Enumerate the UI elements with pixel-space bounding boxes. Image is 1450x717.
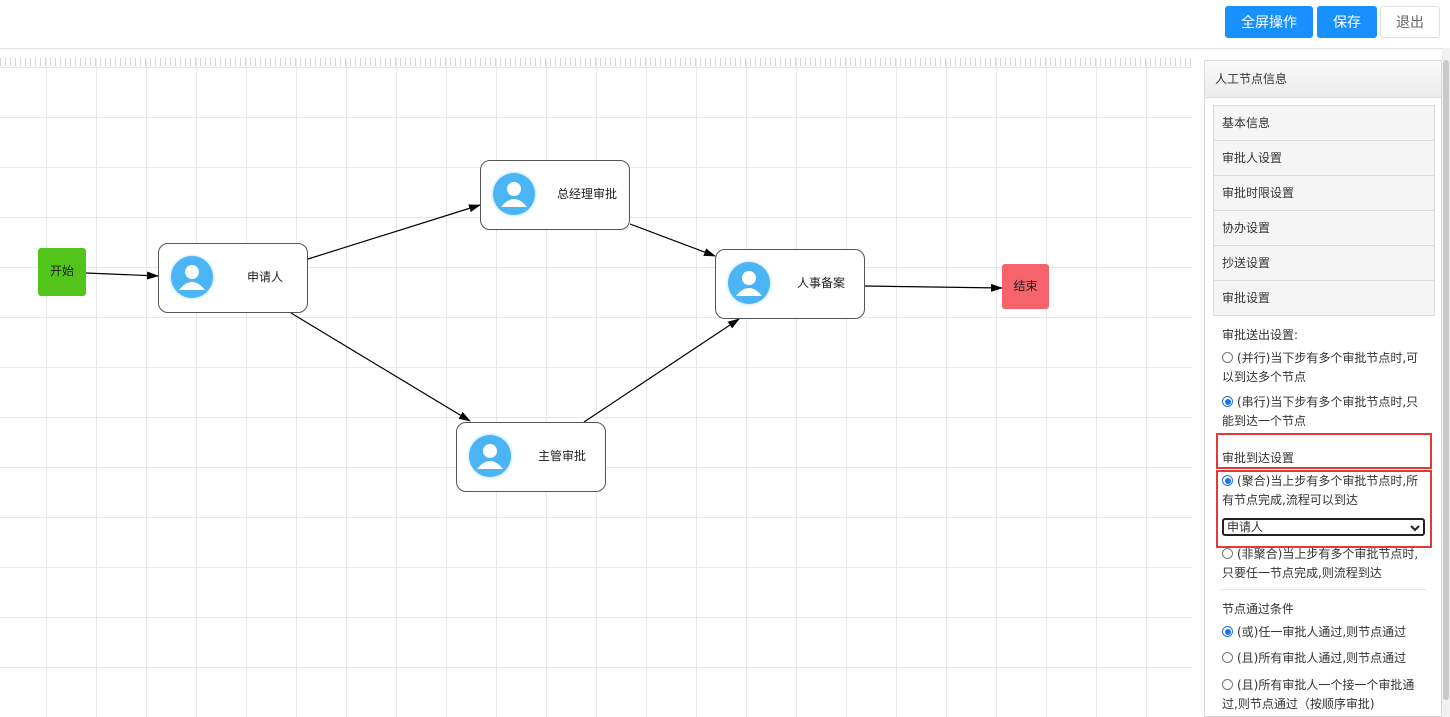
node-applicant[interactable]: 申请人: [158, 243, 308, 313]
option-label: (串行)当下步有多个审批节点时,只能到达一个节点: [1222, 395, 1419, 428]
section-assist-settings[interactable]: 协办设置: [1214, 211, 1434, 246]
start-node[interactable]: 开始: [38, 248, 86, 296]
scrollbar-thumb[interactable]: [1443, 60, 1449, 700]
flow-edges: [85, 204, 1003, 423]
send-option-parallel: (并行)当下步有多个审批节点时,可以到达多个节点: [1222, 349, 1420, 387]
option-label: (或)任一审批人通过,则节点通过: [1237, 625, 1407, 639]
send-settings-title: 审批送出设置:: [1222, 328, 1299, 342]
edge-start-applicant[interactable]: [85, 271, 159, 280]
section-basic-info[interactable]: 基本信息: [1214, 106, 1434, 141]
edge-hr-end[interactable]: [864, 283, 1003, 292]
highlight-box-arrive-options: [1216, 470, 1432, 548]
user-avatar-icon: [493, 173, 535, 215]
option-label: (并行)当下步有多个审批节点时,可以到达多个节点: [1222, 351, 1419, 384]
node-info-panel: 人工节点信息 基本信息 审批人设置 审批时限设置 协办设置 抄送设置 审批设置: [1204, 60, 1442, 717]
pass-option-all: (且)所有审批人通过,则节点通过: [1222, 649, 1420, 668]
radio-arrive-non-aggregate[interactable]: [1222, 548, 1233, 559]
node-label: 总经理审批: [557, 187, 618, 201]
chevron-down-icon: [1410, 522, 1420, 536]
settings-accordion: 基本信息 审批人设置 审批时限设置 协办设置 抄送设置 审批设置: [1213, 105, 1435, 316]
top-toolbar: 全屏操作 保存 退出: [0, 0, 1450, 49]
save-button[interactable]: 保存: [1317, 6, 1377, 38]
radio-send-parallel[interactable]: [1222, 352, 1233, 363]
pass-option-any: (或)任一审批人通过,则节点通过: [1222, 623, 1420, 642]
section-divider: [1220, 589, 1426, 590]
radio-pass-sequential[interactable]: [1222, 679, 1233, 690]
edge-applicant-supervisor[interactable]: [290, 312, 471, 422]
arrive-option-non-aggregate: (非聚合)当上步有多个审批节点时,只要任一节点完成,则流程到达: [1222, 545, 1420, 583]
option-label: (聚合)当上步有多个审批节点时,所有节点完成,流程可以到达: [1222, 474, 1419, 507]
arrive-node-select[interactable]: 申请人: [1222, 518, 1425, 536]
user-avatar-icon: [171, 256, 213, 298]
end-node-label: 结束: [1013, 279, 1038, 293]
select-value: 申请人: [1227, 520, 1264, 534]
user-avatar-icon: [728, 262, 770, 304]
section-approver-settings[interactable]: 审批人设置: [1214, 141, 1434, 176]
section-approval-settings[interactable]: 审批设置: [1214, 281, 1434, 316]
section-cc-settings[interactable]: 抄送设置: [1214, 246, 1434, 281]
arrive-option-aggregate: (聚合)当上步有多个审批节点时,所有节点完成,流程可以到达: [1222, 472, 1420, 510]
edge-gm-hr[interactable]: [629, 223, 716, 257]
radio-pass-any[interactable]: [1222, 626, 1233, 637]
radio-send-serial[interactable]: [1222, 396, 1233, 407]
start-node-label: 开始: [49, 264, 74, 278]
canvas-ruler: [0, 58, 1192, 66]
user-avatar-icon: [469, 435, 511, 477]
exit-button[interactable]: 退出: [1380, 6, 1440, 38]
fullscreen-button[interactable]: 全屏操作: [1225, 6, 1313, 38]
node-hr-filing[interactable]: 人事备案: [715, 249, 865, 319]
pass-option-sequential: (且)所有审批人一个接一个审批通过,则节点通过（按顺序审批): [1222, 676, 1420, 714]
edge-applicant-gm[interactable]: [307, 204, 481, 260]
pass-conditions-title: 节点通过条件: [1222, 602, 1295, 616]
node-label: 申请人: [247, 270, 284, 284]
send-option-serial: (串行)当下步有多个审批节点时,只能到达一个节点: [1222, 393, 1420, 431]
panel-title: 人工节点信息: [1205, 61, 1441, 98]
end-node[interactable]: 结束: [1002, 264, 1049, 309]
node-supervisor-approval[interactable]: 主管审批: [456, 422, 606, 492]
node-gm-approval[interactable]: 总经理审批: [480, 160, 630, 230]
node-label: 人事备案: [797, 276, 846, 290]
option-label: (且)所有审批人一个接一个审批通过,则节点通过（按顺序审批): [1222, 678, 1415, 711]
highlight-box-arrive-title: [1216, 433, 1432, 469]
node-label: 主管审批: [538, 449, 587, 463]
option-label: (且)所有审批人通过,则节点通过: [1237, 651, 1407, 665]
arrive-settings-title: 审批到达设置: [1222, 451, 1295, 465]
section-time-limit-settings[interactable]: 审批时限设置: [1214, 176, 1434, 211]
radio-pass-all[interactable]: [1222, 652, 1233, 663]
option-label: (非聚合)当上步有多个审批节点时,只要任一节点完成,则流程到达: [1222, 547, 1419, 580]
radio-arrive-aggregate[interactable]: [1222, 475, 1233, 486]
edge-supervisor-hr[interactable]: [583, 318, 740, 423]
flow-canvas[interactable]: [0, 58, 1192, 717]
